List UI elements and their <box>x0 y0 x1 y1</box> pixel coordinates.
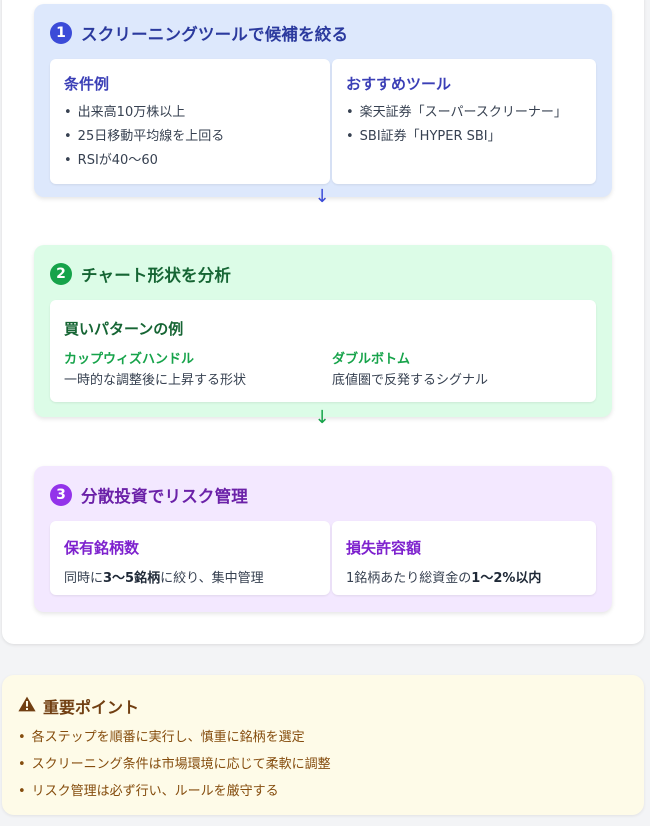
important-notice: 重要ポイント 各ステップを順番に実行し、慎重に銘柄を選定 スクリーニング条件は市… <box>2 675 644 815</box>
pattern-desc: 一時的な調整後に上昇する形状 <box>64 373 247 388</box>
step-2-header: 2 チャート形状を分析 <box>50 262 231 286</box>
arrow-down-icon: ↓ <box>314 186 330 207</box>
notice-header: 重要ポイント <box>18 694 139 718</box>
step-3-header: 3 分散投資でリスク管理 <box>50 483 248 507</box>
step-1-header: 1 スクリーニングツールで候補を絞る <box>50 21 348 45</box>
loss-title: 損失許容額 <box>346 539 422 557</box>
list-item: 各ステップを順番に実行し、慎重に銘柄を選定 <box>18 724 331 751</box>
notice-list: 各ステップを順番に実行し、慎重に銘柄を選定 スクリーニング条件は市場環境に応じて… <box>18 724 331 805</box>
step-2-number-badge: 2 <box>50 263 72 285</box>
conditions-title: 条件例 <box>64 75 110 93</box>
holdings-text: 同時に3〜5銘柄に絞り、集中管理 <box>64 571 264 586</box>
tools-card: おすすめツール 楽天証券「スーパースクリーナー」 SBI証券「HYPER SBI… <box>332 59 596 184</box>
tools-list: 楽天証券「スーパースクリーナー」 SBI証券「HYPER SBI」 <box>346 101 567 149</box>
patterns-card: 買いパターンの例 カップウィズハンドル 一時的な調整後に上昇する形状 ダブルボト… <box>50 300 596 402</box>
list-item: 25日移動平均線を上回る <box>64 125 225 149</box>
pattern-name: ダブルボトム <box>332 352 411 367</box>
step-3-number-badge: 3 <box>50 484 72 506</box>
loss-card: 損失許容額 1銘柄あたり総資金の1〜2%以内 <box>332 521 596 595</box>
list-item: RSIが40〜60 <box>64 149 224 173</box>
warning-icon <box>18 696 36 716</box>
loss-text: 1銘柄あたり総資金の1〜2%以内 <box>346 571 542 586</box>
notice-title: 重要ポイント <box>43 698 140 717</box>
step-3-section: 3 分散投資でリスク管理 保有銘柄数 同時に3〜5銘柄に絞り、集中管理 損失許容… <box>34 466 612 612</box>
pattern-desc: 底値圏で反発するシグナル <box>332 373 489 388</box>
list-item: 出来高10万株以上 <box>64 101 224 125</box>
conditions-list: 出来高10万株以上 25日移動平均線を上回る RSIが40〜60 <box>64 101 225 173</box>
step-3-title: 分散投資でリスク管理 <box>81 487 248 506</box>
tools-title: おすすめツール <box>346 75 452 93</box>
list-item: スクリーニング条件は市場環境に応じて柔軟に調整 <box>18 751 331 778</box>
step-1-number-badge: 1 <box>50 22 72 44</box>
list-item: SBI証券「HYPER SBI」 <box>346 125 567 149</box>
pattern-name: カップウィズハンドル <box>64 352 195 367</box>
list-item: 楽天証券「スーパースクリーナー」 <box>346 101 567 125</box>
step-2-section: 2 チャート形状を分析 買いパターンの例 カップウィズハンドル 一時的な調整後に… <box>34 245 612 417</box>
conditions-card: 条件例 出来高10万株以上 25日移動平均線を上回る RSIが40〜60 <box>50 59 330 184</box>
list-item: リスク管理は必ず行い、ルールを厳守する <box>18 778 331 805</box>
holdings-card: 保有銘柄数 同時に3〜5銘柄に絞り、集中管理 <box>50 521 330 595</box>
arrow-down-icon: ↓ <box>314 407 330 428</box>
patterns-title: 買いパターンの例 <box>64 320 184 338</box>
step-1-title: スクリーニングツールで候補を絞る <box>81 25 349 44</box>
holdings-title: 保有銘柄数 <box>64 539 140 557</box>
step-1-section: 1 スクリーニングツールで候補を絞る 条件例 出来高10万株以上 25日移動平均… <box>34 4 612 197</box>
step-2-title: チャート形状を分析 <box>81 266 232 285</box>
